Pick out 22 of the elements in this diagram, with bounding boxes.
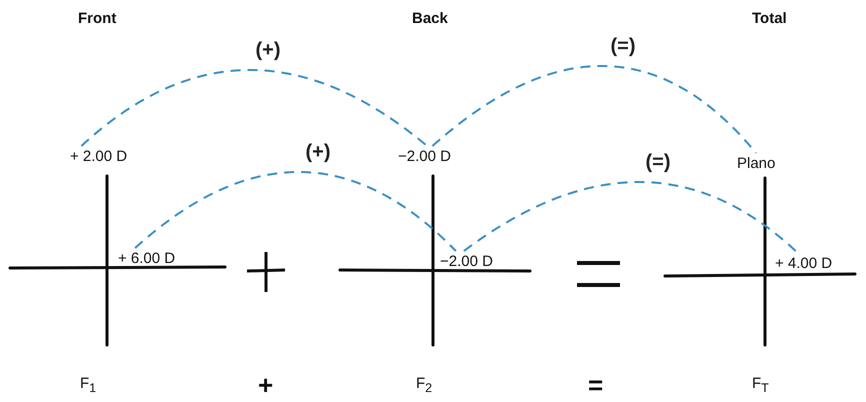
column-heading: Back: [412, 10, 448, 27]
dashed-arc: [134, 171, 457, 252]
dashed-arc: [80, 69, 428, 147]
equals-sign: =: [588, 372, 604, 398]
edge-label: (+): [304, 142, 332, 162]
edge-label: (+): [254, 40, 282, 60]
dashed-arc: [432, 65, 757, 154]
power-symbol: F$_{T}$: [752, 375, 769, 397]
power-symbol: F$_{2}$: [416, 375, 432, 397]
power-value: −2.00 D: [440, 253, 493, 270]
power-value: −2.00 D: [398, 148, 451, 165]
dashed-arc: [463, 181, 798, 254]
edge-label: (=): [644, 152, 672, 172]
plus-sign: +: [258, 372, 274, 398]
power-value: + 2.00 D: [70, 148, 128, 165]
power-value: Plano: [737, 155, 776, 172]
column-heading: Front: [78, 10, 116, 27]
column-heading: Total: [752, 10, 787, 27]
power-value: + 4.00 D: [775, 255, 832, 272]
power-value: + 6.00 D: [118, 250, 176, 267]
edge-label: (=): [610, 36, 636, 56]
power-symbol: F$_{1}$: [80, 375, 96, 397]
